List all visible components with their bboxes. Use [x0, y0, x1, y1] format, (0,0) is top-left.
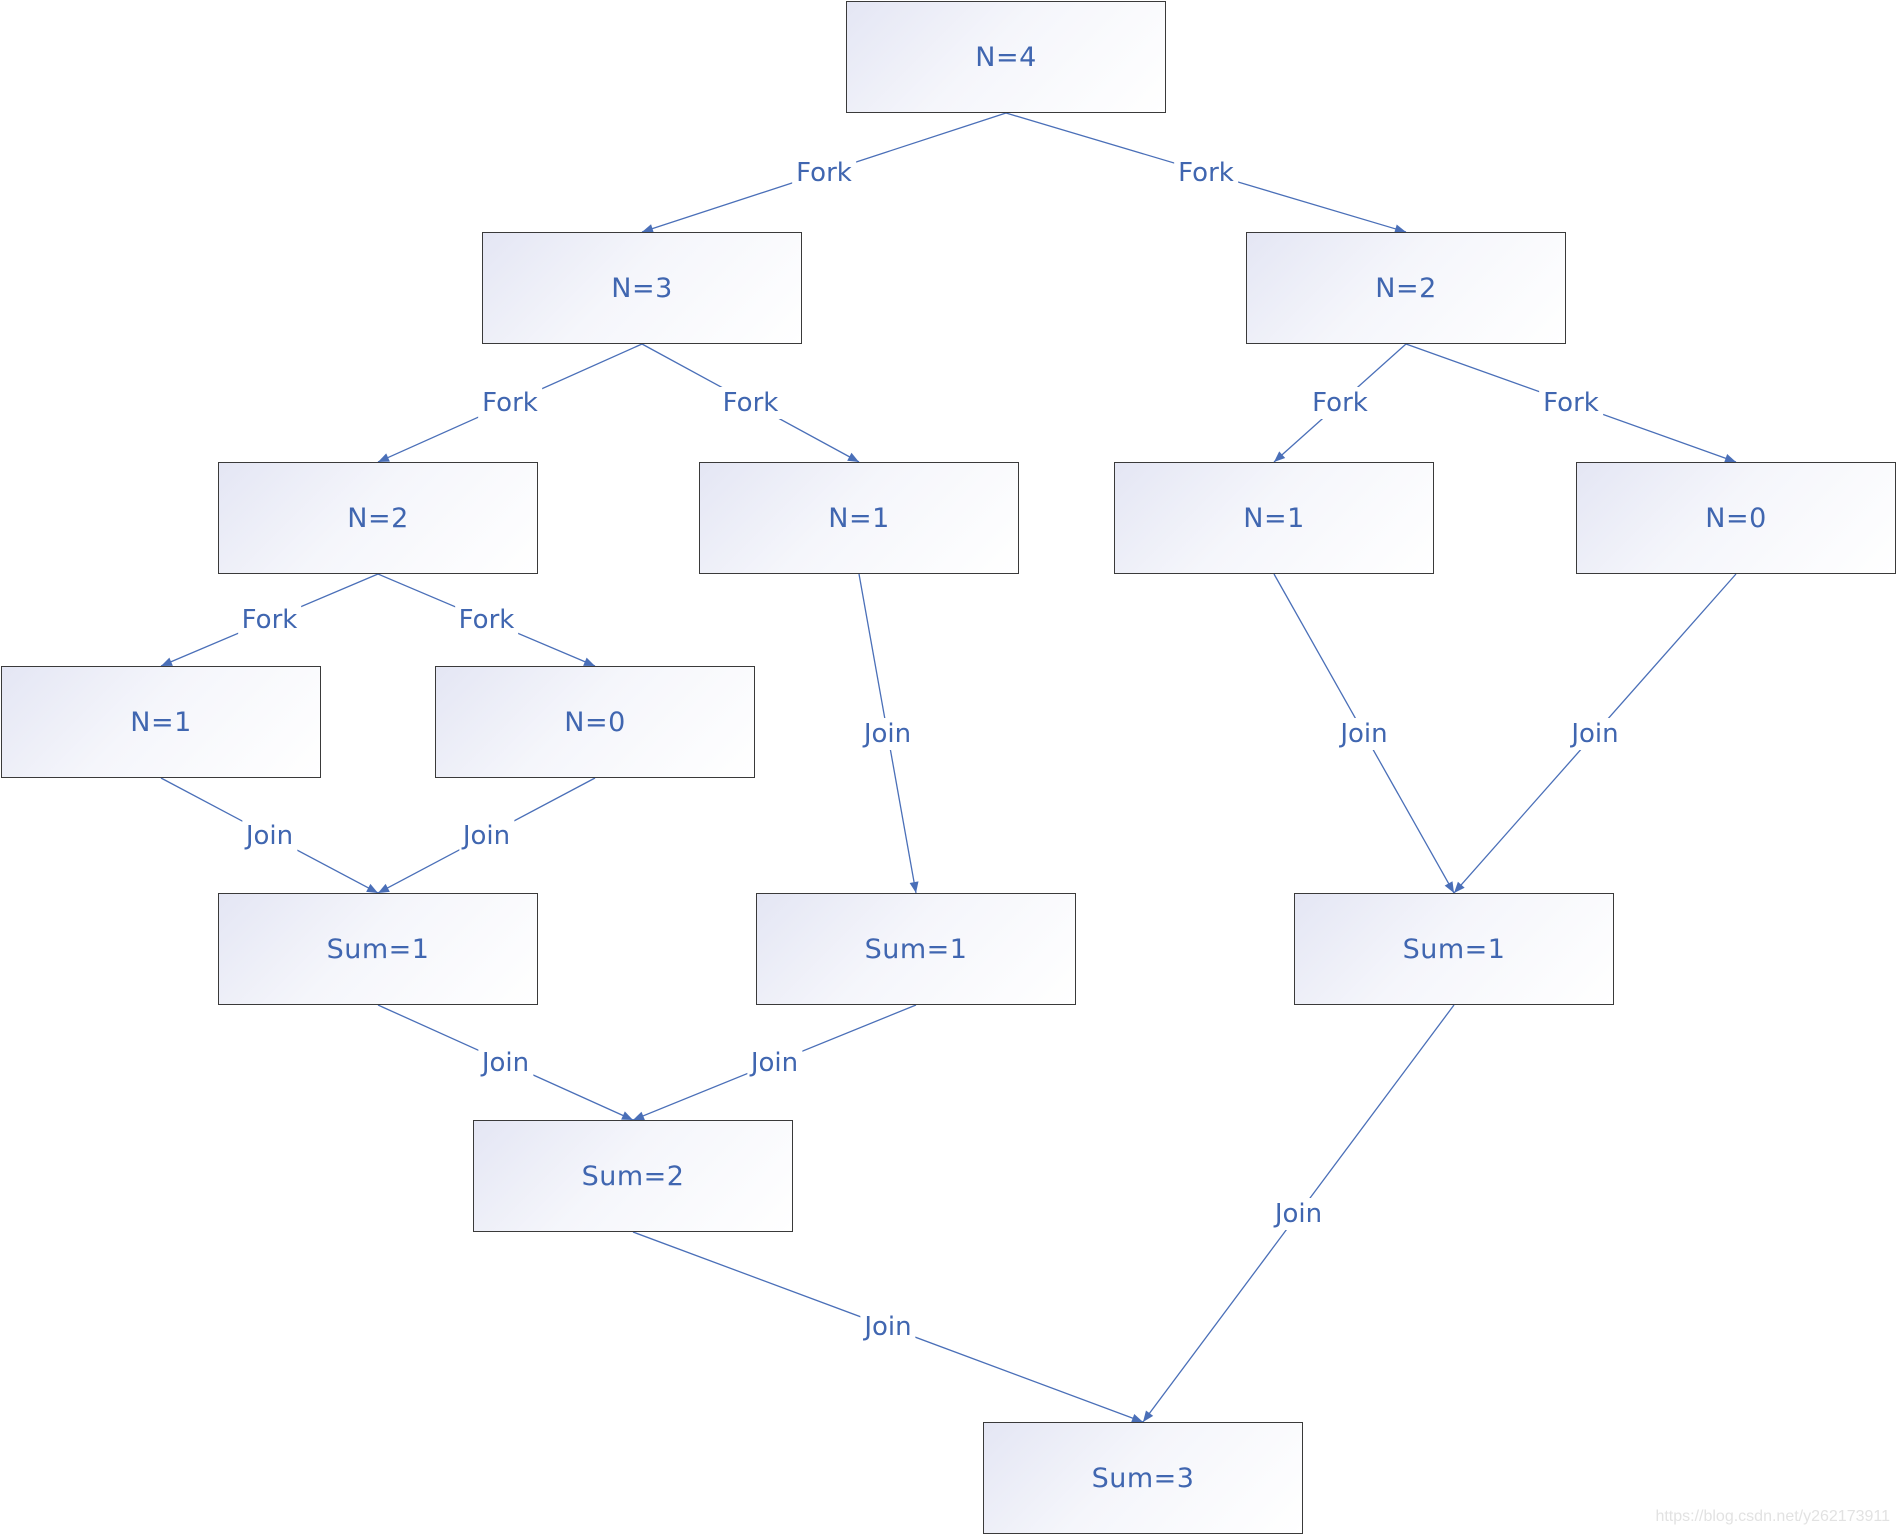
node-n0-left: N=0: [435, 666, 755, 778]
arrowhead: [909, 881, 919, 893]
arrowhead: [1394, 224, 1406, 234]
node-label: Sum=1: [326, 933, 430, 965]
arrowhead: [366, 883, 378, 893]
edge-label: Fork: [1308, 387, 1372, 419]
edge-label: Join: [241, 819, 298, 852]
node-label: N=2: [1375, 272, 1437, 304]
node-n1-right: N=1: [1114, 462, 1434, 574]
arrowhead: [847, 452, 859, 462]
arrowhead: [1454, 881, 1465, 893]
node-n4: N=4: [846, 1, 1166, 113]
node-label: Sum=3: [1091, 1462, 1195, 1494]
edge-label: Join: [859, 717, 916, 750]
edge-label: Join: [477, 1046, 534, 1079]
node-n1-left: N=1: [1, 666, 321, 778]
edge-label: Fork: [454, 604, 519, 636]
edge-label: Fork: [1539, 387, 1603, 419]
node-sum1-left: Sum=1: [218, 893, 538, 1005]
node-sum3: Sum=3: [983, 1422, 1303, 1534]
arrowhead: [378, 453, 390, 462]
arrowhead: [1444, 881, 1454, 893]
arrowhead: [621, 1111, 633, 1120]
arrowhead: [1274, 451, 1286, 462]
arrowhead: [1131, 1413, 1143, 1423]
node-label: N=0: [564, 706, 626, 738]
edge-label: Join: [1270, 1197, 1327, 1230]
node-label: N=4: [975, 41, 1037, 73]
node-label: Sum=2: [581, 1160, 685, 1192]
edge-label: Join: [1567, 717, 1623, 750]
arrowhead: [161, 657, 173, 666]
edge-label: Join: [860, 1311, 916, 1343]
node-sum1-right: Sum=1: [1294, 893, 1614, 1005]
arrowhead: [633, 1111, 645, 1121]
arrowhead: [378, 883, 390, 893]
edge-label: Join: [746, 1046, 803, 1079]
node-n0-right: N=0: [1576, 462, 1896, 574]
node-label: N=1: [130, 706, 192, 738]
node-n2-right: N=2: [1246, 232, 1566, 344]
node-label: N=1: [828, 502, 890, 534]
edge-label: Fork: [718, 387, 783, 419]
node-label: N=0: [1705, 502, 1767, 534]
edge-label: Fork: [792, 156, 856, 189]
arrowhead: [1143, 1410, 1154, 1422]
node-sum1-mid: Sum=1: [756, 893, 1076, 1005]
arrowhead: [642, 224, 654, 233]
node-label: N=1: [1243, 502, 1305, 534]
edge-label: Join: [1336, 717, 1392, 750]
node-n1-mid: N=1: [699, 462, 1019, 574]
node-label: N=3: [611, 272, 673, 304]
arrowhead: [583, 657, 595, 666]
node-label: N=2: [347, 502, 409, 534]
arrowhead: [1724, 454, 1736, 463]
node-label: Sum=1: [864, 933, 968, 965]
edge-label: Fork: [237, 604, 302, 636]
node-n3: N=3: [482, 232, 802, 344]
edge-label: Join: [458, 819, 515, 852]
node-n2-left: N=2: [218, 462, 538, 574]
node-label: Sum=1: [1402, 933, 1506, 965]
edge-label: Fork: [1174, 156, 1238, 189]
watermark: https://blog.csdn.net/y262173911: [1655, 1508, 1890, 1525]
edge-label: Fork: [478, 387, 542, 419]
node-sum2: Sum=2: [473, 1120, 793, 1232]
